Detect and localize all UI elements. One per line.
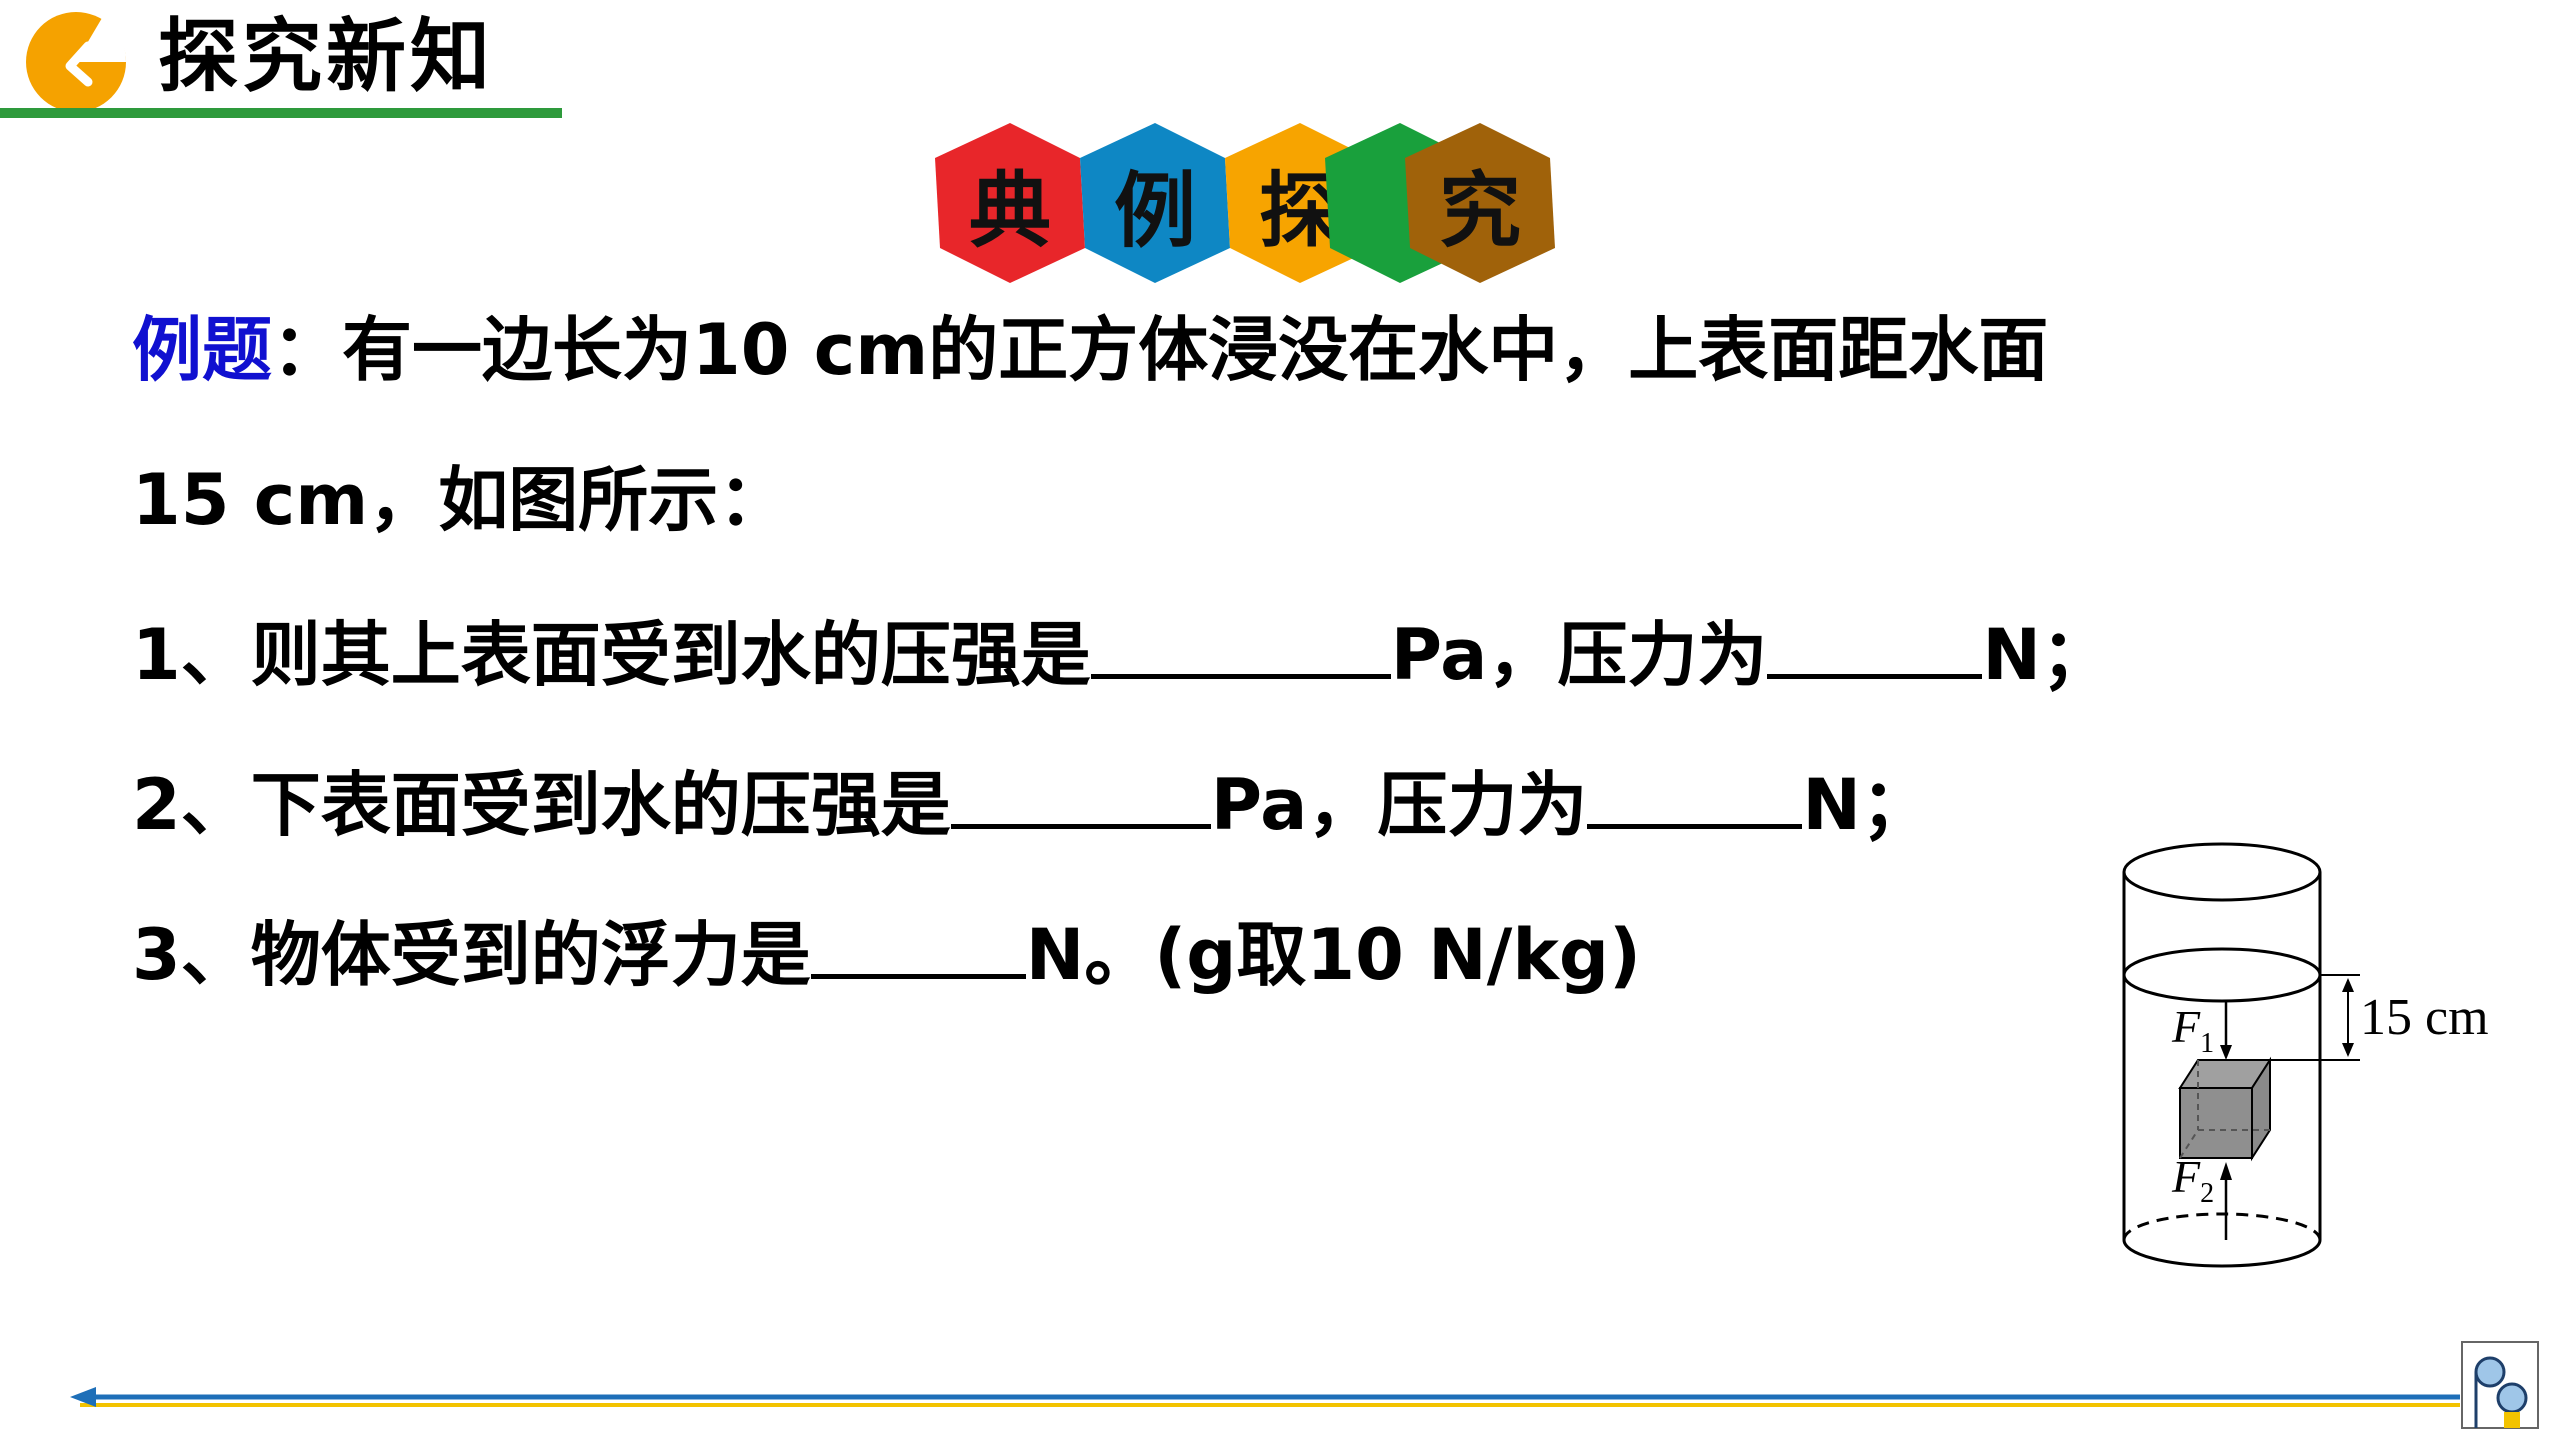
unit-text: N； [1802, 764, 1931, 846]
unit-text: Pa，压力为 [1210, 764, 1588, 846]
badge-jiu: 究 [1400, 118, 1560, 288]
problem-label: 例题 [132, 309, 272, 391]
arrow-left-icon [70, 1387, 96, 1407]
force-label-bottom: F2 [2172, 1151, 2215, 1210]
question-3: 3、物体受到的浮力是 N。(g取10 N/kg) [132, 910, 1641, 1000]
answer-blank[interactable] [1090, 612, 1391, 679]
force-label-top: F1 [2172, 1001, 2215, 1060]
orange-pie-chevron-icon [26, 12, 127, 112]
problem-intro-text: ：有一边长为10 cm的正方体浸没在水中，上表面距水面 [272, 309, 2049, 391]
question-1: 1、则其上表面受到水的压强是 Pa，压力为 N； [132, 610, 2111, 700]
question-text: 3、物体受到的浮力是 [132, 914, 811, 996]
reel-navigation-icon[interactable] [2460, 1340, 2540, 1430]
answer-blank[interactable] [950, 762, 1211, 829]
answer-blank[interactable] [1767, 612, 1983, 679]
question-text: 2、下表面受到水的压强是 [132, 764, 951, 846]
page-title: 探究新知 [158, 9, 494, 103]
badge-li: 例 [1075, 118, 1235, 288]
cylinder-figure [2122, 842, 2360, 1268]
question-text: 1、则其上表面受到水的压强是 [132, 614, 1091, 696]
unit-text: Pa，压力为 [1390, 614, 1768, 696]
section-header: 探究新知 [0, 0, 570, 125]
answer-blank[interactable] [1587, 762, 1803, 829]
section-badges: 典 例 探 究 [930, 118, 1640, 288]
water-cylinder-diagram: 15 cm F1 F2 [2110, 840, 2530, 1300]
badge-label: 例 [1113, 162, 1196, 259]
question-2: 2、下表面受到水的压强是 Pa，压力为 N； [132, 760, 1931, 850]
depth-label: 15 cm [2360, 989, 2489, 1046]
unit-text: N。(g取10 N/kg) [1025, 914, 1641, 996]
problem-intro-line2: 15 cm，如图所示： [132, 459, 789, 541]
bottom-navigation-bar [70, 1387, 2460, 1407]
badge-label: 究 [1438, 162, 1521, 259]
badge-label: 典 [968, 162, 1051, 259]
badge-dian: 典 [930, 118, 1090, 288]
unit-text: N； [1982, 614, 2111, 696]
header-underline [0, 108, 562, 118]
problem-intro-line1: 例题：有一边长为10 cm的正方体浸没在水中，上表面距水面 [132, 305, 2048, 395]
answer-blank[interactable] [810, 912, 1026, 979]
